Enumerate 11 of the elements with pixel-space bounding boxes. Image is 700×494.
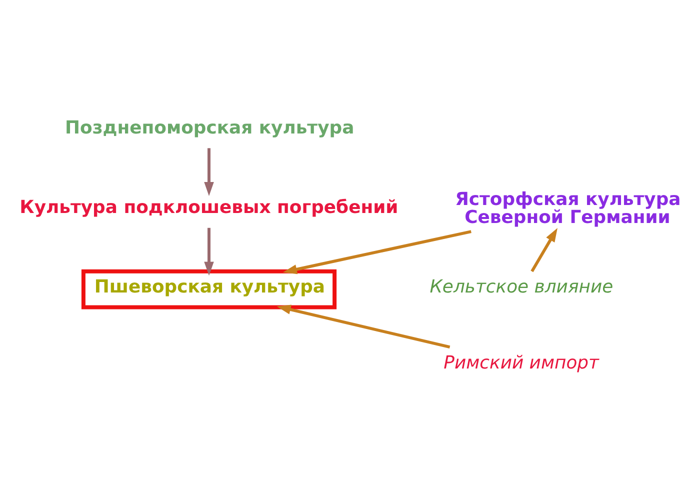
arrow — [276, 304, 450, 348]
node-text: Кельтское влияние — [430, 276, 614, 298]
node-text: Позднепоморская культура — [65, 116, 354, 138]
node-box: Пшеворская культура — [81, 268, 337, 309]
node-text: Римский импорт — [444, 352, 599, 373]
arrow — [530, 227, 558, 272]
arrow — [282, 230, 472, 274]
arrow — [204, 148, 214, 196]
node-text: Культура подклошевых погребений — [20, 196, 398, 218]
node-text: Ясторфская культура Северной Германии — [455, 188, 681, 228]
arrow — [204, 227, 214, 276]
